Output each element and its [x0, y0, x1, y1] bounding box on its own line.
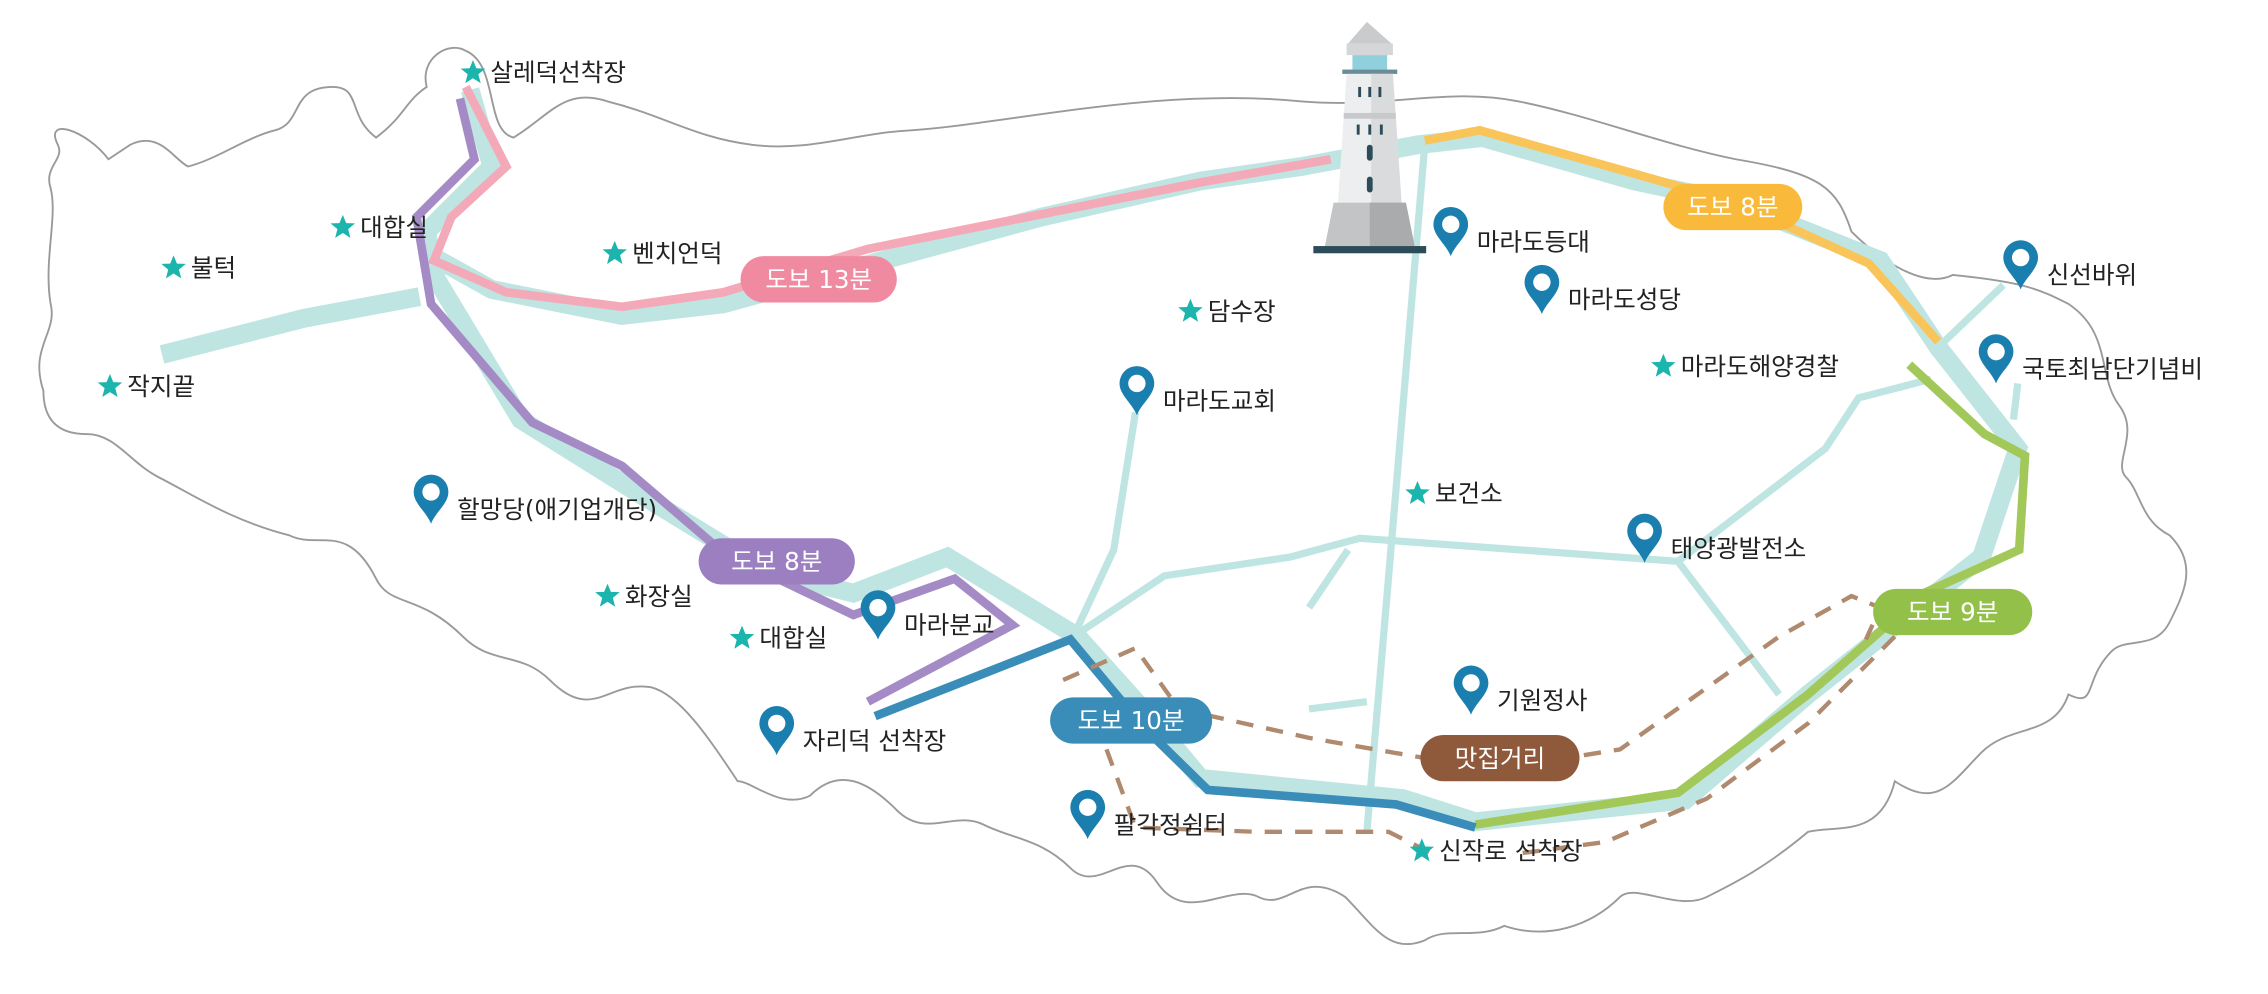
svg-text:도보 8분: 도보 8분 — [1687, 193, 1778, 222]
landmark-sinjakro-pier[interactable]: 신작로 선착장 — [1409, 836, 1583, 865]
svg-text:할망당(애기업개당): 할망당(애기업개당) — [457, 495, 657, 524]
island-coastline — [38, 46, 2188, 946]
svg-text:태양광발전소: 태양광발전소 — [1671, 534, 1807, 563]
svg-text:마라도교회: 마라도교회 — [1163, 386, 1276, 415]
landmark-waiting-room-south[interactable]: 대합실 — [729, 624, 827, 653]
svg-text:살레덕선착장: 살레덕선착장 — [490, 58, 626, 87]
landmark-waiting-room-north[interactable]: 대합실 — [330, 213, 428, 242]
place-pavilion-rest-area[interactable]: 팔각정쉼터 — [1070, 789, 1227, 839]
svg-text:마라도해양경찰: 마라도해양경찰 — [1681, 352, 1839, 381]
svg-text:화장실: 화장실 — [625, 582, 693, 611]
svg-text:자리덕 선착장: 자리덕 선착장 — [803, 726, 946, 755]
svg-text:작지끝: 작지끝 — [127, 372, 195, 401]
badge-restaurant-street: 맛집거리 — [1420, 734, 1580, 782]
place-marado-church[interactable]: 마라도교회 — [1119, 366, 1276, 415]
landmark-restroom[interactable]: 화장실 — [595, 582, 693, 611]
badge-walk-13min: 도보 13분 — [740, 256, 897, 303]
place-marado-cathedral[interactable]: 마라도성당 — [1524, 264, 1681, 314]
svg-text:벤치언덕: 벤치언덕 — [632, 239, 722, 268]
svg-text:기원정사: 기원정사 — [1497, 686, 1587, 715]
svg-text:도보 8분: 도보 8분 — [731, 547, 822, 576]
route-blue — [873, 634, 1477, 832]
svg-text:도보 13분: 도보 13분 — [765, 265, 872, 294]
place-sinseon-rock[interactable]: 신선바위 — [2003, 240, 2137, 290]
svg-text:담수장: 담수장 — [1208, 297, 1276, 326]
svg-text:신작로 선착장: 신작로 선착장 — [1439, 836, 1582, 865]
place-halmangdang[interactable]: 할망당(애기업개당) — [413, 474, 657, 524]
place-solar-plant[interactable]: 태양광발전소 — [1627, 513, 1807, 563]
place-giwon-temple[interactable]: 기원정사 — [1453, 665, 1588, 715]
svg-text:맛집거리: 맛집거리 — [1455, 744, 1545, 773]
place-marado-lighthouse[interactable]: 마라도등대 — [1433, 206, 1590, 256]
lighthouse-illustration — [1313, 21, 1427, 254]
place-southernmost-monument[interactable]: 국토최남단기념비 — [1978, 334, 2203, 384]
svg-text:국토최남단기념비: 국토최남단기념비 — [2022, 355, 2203, 384]
route-pink — [428, 84, 1332, 312]
svg-text:마라도성당: 마라도성당 — [1568, 285, 1681, 314]
landmark-jakjikkeut[interactable]: 작지끝 — [97, 372, 195, 401]
landmark-health-center[interactable]: 보건소 — [1405, 479, 1503, 508]
route-purple — [411, 97, 1021, 706]
badge-walk-8min-orange: 도보 8분 — [1663, 183, 1803, 231]
badge-walk-10min: 도보 10분 — [1050, 697, 1213, 744]
place-jarideok-pier[interactable]: 자리덕 선착장 — [759, 706, 946, 755]
landmark-bench-hill[interactable]: 벤치언덕 — [602, 239, 723, 268]
svg-text:도보 9분: 도보 9분 — [1907, 598, 1998, 627]
svg-text:대합실: 대합실 — [360, 213, 428, 242]
route-green — [1474, 361, 2030, 829]
svg-text:대합실: 대합실 — [759, 624, 827, 653]
badge-walk-9min: 도보 9분 — [1873, 588, 2033, 636]
svg-text:도보 10분: 도보 10분 — [1078, 706, 1185, 735]
place-mara-school[interactable]: 마라분교 — [860, 590, 995, 640]
svg-text:보건소: 보건소 — [1435, 479, 1503, 508]
landmark-salledeok-pier[interactable]: 살레덕선착장 — [460, 58, 626, 87]
landmark-bulteok[interactable]: 불턱 — [161, 253, 236, 282]
svg-text:마라분교: 마라분교 — [904, 611, 994, 640]
svg-text:팔각정쉼터: 팔각정쉼터 — [1114, 810, 1227, 839]
svg-text:마라도등대: 마라도등대 — [1477, 227, 1590, 256]
landmark-water-tank[interactable]: 담수장 — [1178, 297, 1276, 326]
svg-text:신선바위: 신선바위 — [2047, 261, 2137, 290]
svg-text:불턱: 불턱 — [191, 253, 236, 282]
badge-walk-8min-purple: 도보 8분 — [698, 538, 855, 585]
landmark-coast-guard[interactable]: 마라도해양경찰 — [1651, 352, 1839, 381]
